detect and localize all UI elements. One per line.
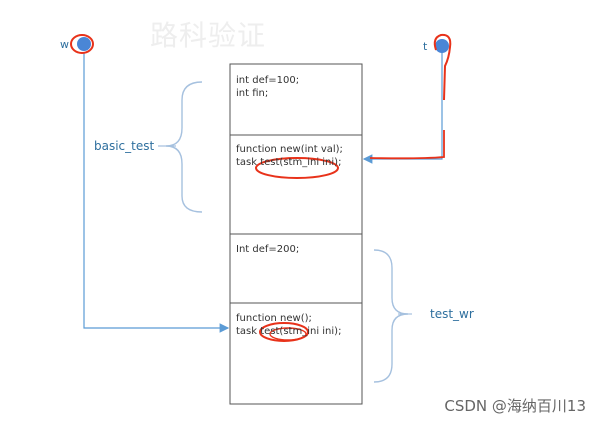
basic-test-field-line: int fin; <box>236 88 269 99</box>
test-wr-brace <box>373 249 409 383</box>
basic-test-method-line: function new(int val); <box>236 144 343 155</box>
basic-test-method-line: task test(stm_ini ini); <box>236 157 342 168</box>
basic-test-methods: function new(int val); task test(stm_ini… <box>236 143 343 169</box>
t-pointer-arrow <box>362 52 443 164</box>
w-pointer-arrow <box>83 52 230 333</box>
w-handle-circle-annotation <box>70 34 94 54</box>
basic-test-fields: int def=100; int fin; <box>236 74 299 100</box>
basic-test-field-line: int def=100; <box>236 75 300 86</box>
test-wr-method-line: function new(); <box>236 313 312 324</box>
test-wr-fields: Int def=200; <box>236 243 299 256</box>
test-wr-label: test_wr <box>430 307 474 321</box>
test-wr-box <box>229 233 363 405</box>
t-red-trace-annotation <box>369 130 445 160</box>
diagram-title: 路科验证 <box>150 19 267 52</box>
basic-test-label: basic_test <box>94 139 155 153</box>
csdn-watermark: CSDN @海纳百川13 <box>444 397 586 415</box>
w-handle-label: w <box>60 38 69 51</box>
test-wr-task-circle-annotation <box>259 322 309 342</box>
w-handle-dot <box>77 37 91 51</box>
t-handle-label: t <box>423 40 428 53</box>
test-wr-methods: function new(); task test(stm_ini ini); <box>236 312 341 338</box>
t-handle-circle-annotation <box>433 33 452 101</box>
basic-test-brace <box>165 81 203 213</box>
test-wr-field-line: Int def=200; <box>236 244 300 255</box>
test-wr-method-line: task test(stm_ini ini); <box>236 326 342 337</box>
basic-test-task-circle-annotation <box>255 157 339 179</box>
t-handle-dot <box>435 39 449 53</box>
test-wr-task-circle-annotation-2 <box>269 327 307 341</box>
